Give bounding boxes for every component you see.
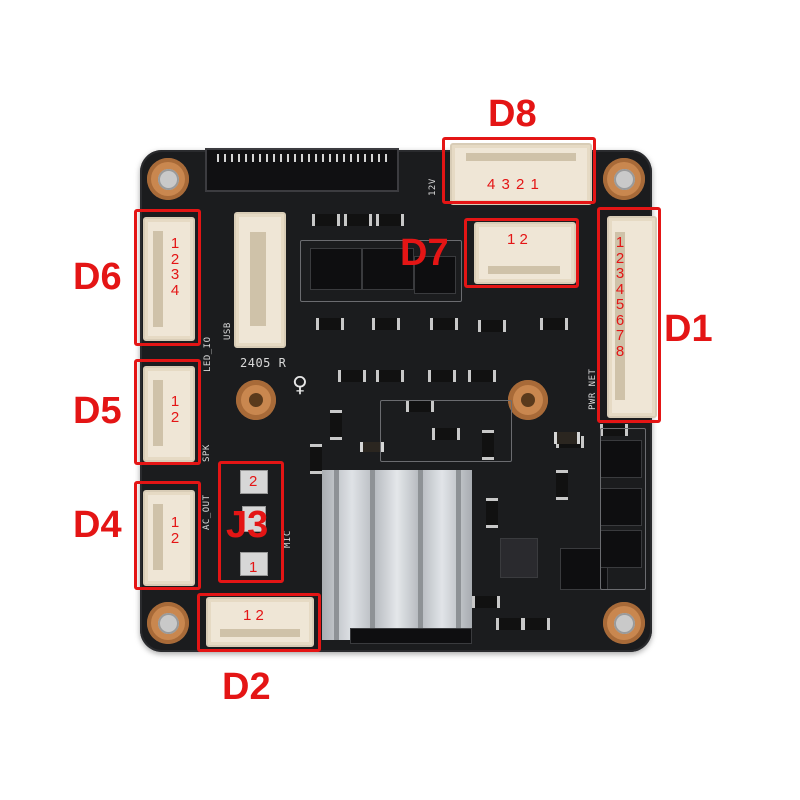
- smd-component: [556, 470, 568, 500]
- smd-component: [468, 370, 496, 382]
- annotation-box-d1: [597, 207, 661, 423]
- annotation-box-d2: [197, 593, 321, 652]
- smd-component: [432, 428, 460, 440]
- connector-d5: [143, 366, 195, 462]
- silk-mic: MIC: [283, 530, 293, 548]
- smd-component: [330, 410, 342, 440]
- label-d8: D8: [488, 93, 537, 135]
- smd-component: [376, 214, 404, 226]
- connector-d8: [450, 143, 592, 205]
- pins-j3-top: 2: [249, 473, 258, 490]
- label-d4: D4: [73, 504, 122, 546]
- annotation-box-j3: [218, 461, 284, 583]
- pins-d7: 1 2: [507, 231, 528, 248]
- silk-led-io: LED_IO: [203, 336, 213, 372]
- pins-j3-bottom: 1: [249, 559, 258, 576]
- smd-component: [430, 318, 458, 330]
- smd-component: [310, 444, 322, 474]
- annotation-box-d4: [134, 481, 201, 590]
- smd-component: [486, 498, 498, 528]
- mounting-hole-top-right: [603, 158, 645, 200]
- label-d6: D6: [73, 256, 122, 298]
- label-d5: D5: [73, 390, 122, 432]
- resistor: [360, 442, 384, 452]
- j3-pad-top: [240, 470, 268, 494]
- connector-d6: [143, 217, 195, 341]
- silk-12v: 12V: [428, 178, 438, 196]
- center-pad-right: [508, 380, 548, 420]
- annotation-box-d5: [134, 359, 201, 465]
- label-j3: J3: [226, 504, 269, 546]
- heatsink-base: [350, 628, 472, 644]
- smd-component: [482, 430, 494, 460]
- smd-component: [338, 370, 366, 382]
- crystal: [500, 538, 538, 578]
- resistor: [554, 432, 580, 444]
- label-d7: D7: [400, 232, 449, 274]
- connector-d1: [607, 216, 657, 418]
- component-outline: [380, 400, 512, 462]
- connector-d2: [206, 597, 314, 647]
- heatsink: [322, 470, 472, 640]
- fpc-connector: [205, 148, 399, 192]
- smd-component: [344, 214, 372, 226]
- silk-usb: USB: [223, 322, 233, 340]
- mounting-hole-bottom-right: [603, 602, 645, 644]
- mounting-hole-bottom-left: [147, 602, 189, 644]
- smd-component: [316, 318, 344, 330]
- smd-component: [372, 318, 400, 330]
- j3-pad-middle: [242, 506, 266, 532]
- connector-d7: [474, 222, 576, 284]
- ic-chip: [600, 530, 642, 568]
- annotation-box-d8: [442, 137, 596, 204]
- j3-pad-bottom: [240, 552, 268, 576]
- pins-d2: 1 2: [243, 607, 264, 624]
- mounting-hole-top-left: [147, 158, 189, 200]
- smd-component: [496, 618, 524, 630]
- ic-chip: [414, 256, 456, 294]
- silk-ac-out: AC_OUT: [202, 494, 212, 530]
- smd-component: [472, 596, 500, 608]
- ic-chip: [310, 248, 362, 290]
- antenna-logo-icon: ♀: [292, 370, 309, 400]
- label-d1: D1: [664, 308, 713, 350]
- smd-component: [600, 424, 628, 436]
- smd-component: [428, 370, 456, 382]
- pins-d8: 4 3 2 1: [487, 176, 540, 193]
- silk-revision: 2405 R: [240, 356, 287, 370]
- usb-connector: [234, 212, 286, 348]
- smd-component: [312, 214, 340, 226]
- ic-chip: [362, 248, 414, 290]
- connector-d4: [143, 490, 195, 586]
- silk-spk: SPK: [202, 444, 212, 462]
- smd-component: [406, 400, 434, 412]
- annotation-box-d6: [134, 209, 201, 346]
- smd-component: [540, 318, 568, 330]
- component-outline: [300, 240, 462, 302]
- smd-component: [376, 370, 404, 382]
- annotation-box-d7: [464, 218, 579, 288]
- smd-component: [522, 618, 550, 630]
- center-pad-left: [236, 380, 276, 420]
- smd-component: [478, 320, 506, 332]
- label-d2: D2: [222, 666, 271, 708]
- component-outline: [600, 428, 646, 590]
